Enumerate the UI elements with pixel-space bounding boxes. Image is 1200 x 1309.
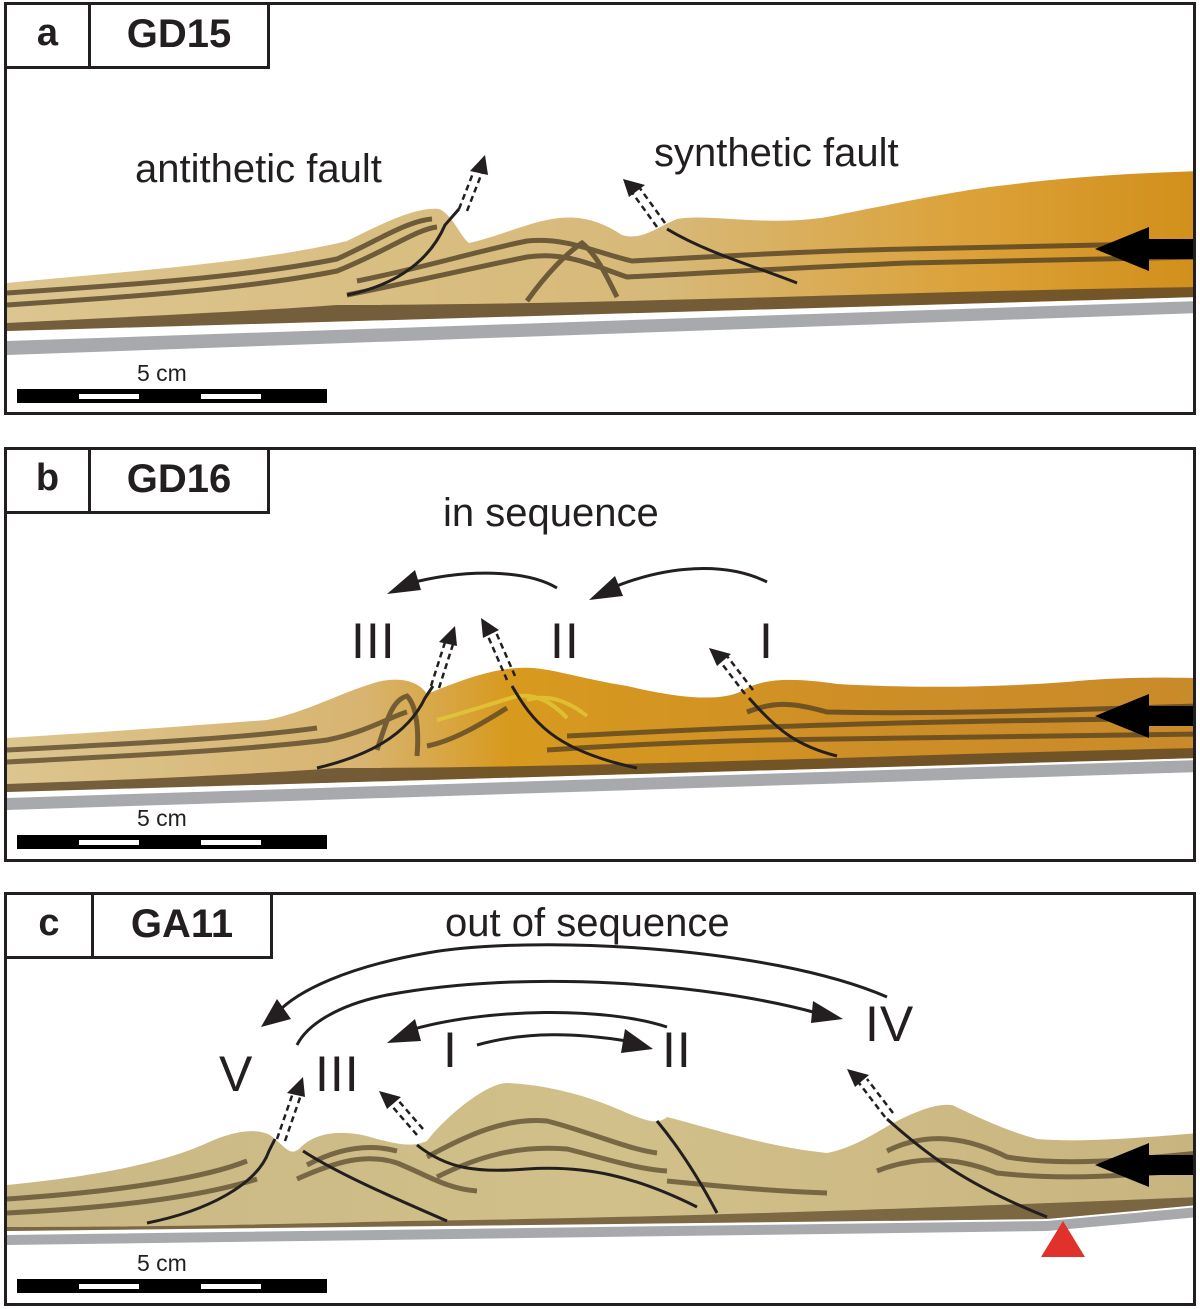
scale-label: 5 cm: [137, 805, 187, 831]
fault-label-iii: III: [315, 1046, 360, 1102]
experiment-name: GA11: [94, 895, 273, 959]
fault-i-line: [416, 1143, 698, 1209]
panel-letter: b: [7, 450, 91, 514]
fault-label-i: I: [443, 1022, 458, 1078]
antithetic-fault-line: [346, 208, 461, 297]
fault-lines: [146, 1117, 1048, 1225]
sand-dark-band: [7, 748, 1193, 792]
sequence-arrow-head: [589, 576, 623, 600]
fault-ii-line: [655, 1120, 719, 1214]
fault-iii-line: [316, 685, 435, 770]
antithetic-fault-label: antithetic fault: [135, 147, 382, 191]
fault-iii-line: [302, 1149, 448, 1223]
experiment-name: GD16: [91, 450, 270, 514]
fault-label-iv: IV: [865, 996, 915, 1052]
sequence-arrow-head: [261, 999, 291, 1027]
sequence-label: out of sequence: [445, 901, 730, 945]
push-arrow-icon: [1095, 1143, 1193, 1187]
scale-bar-icon: [17, 389, 327, 403]
red-triangle-marker-icon: [1041, 1221, 1085, 1257]
synthetic-fault-label: synthetic fault: [654, 131, 899, 175]
panel-a-model-section: [7, 155, 1193, 403]
fault-label-ii: II: [550, 613, 580, 669]
panel-c-model-section: [7, 943, 1193, 1293]
base-plate: [7, 1207, 1193, 1245]
sequence-arrow-icon: [406, 567, 768, 592]
fault-lines: [346, 208, 798, 297]
panel-letter: c: [7, 895, 94, 959]
push-arrow-icon: [1095, 694, 1193, 738]
sand-layering: [7, 693, 1193, 765]
sequence-arrow-head: [387, 1019, 421, 1043]
sand-dark-band: [7, 287, 1193, 331]
panel-letter: a: [7, 5, 91, 69]
scale-label: 5 cm: [137, 1250, 187, 1276]
fault-i-line: [747, 697, 838, 758]
sequence-arrow-head: [387, 570, 421, 594]
fault-slip-arrow-icon: [429, 618, 754, 695]
sequence-arrow-icon: [275, 943, 888, 1047]
fault-ii-line: [510, 685, 638, 770]
fault-v-line: [146, 1138, 277, 1225]
scale-bar-icon: [17, 835, 327, 849]
fault-iv-line: [885, 1117, 1048, 1219]
push-arrow-icon: [1095, 227, 1193, 271]
fault-label-i: I: [759, 613, 774, 669]
fault-slip-arrow-icon: [457, 155, 667, 228]
fault-label-ii: II: [662, 1022, 692, 1078]
panel-c-ga11: c GA11 out of sequence V III I II IV 5 c…: [4, 892, 1196, 1306]
panel-a-gd15: a GD15 antithetic fault synthetic fault …: [4, 2, 1196, 415]
fault-slip-arrow-icon: [275, 1069, 894, 1142]
panel-b-gd16: b GD16 in sequence III II I 5 cm: [4, 447, 1196, 862]
sand-layering: [7, 216, 1193, 308]
panel-b-model-section: [7, 567, 1193, 849]
sand-dark-band: [7, 1197, 1193, 1231]
scale-bar-icon: [17, 1279, 327, 1293]
base-plate: [7, 760, 1193, 810]
fault-lines: [316, 685, 838, 770]
sequence-arrow-head: [811, 1001, 843, 1023]
fault-label-iii: III: [351, 613, 396, 669]
scale-label: 5 cm: [137, 360, 187, 386]
sequence-label: in sequence: [443, 491, 659, 535]
experiment-name: GD15: [91, 5, 270, 69]
base-plate: [7, 301, 1193, 355]
synthetic-fault-line: [666, 227, 798, 285]
fault-label-v: V: [219, 1046, 254, 1102]
sequence-arrow-head: [621, 1029, 653, 1053]
